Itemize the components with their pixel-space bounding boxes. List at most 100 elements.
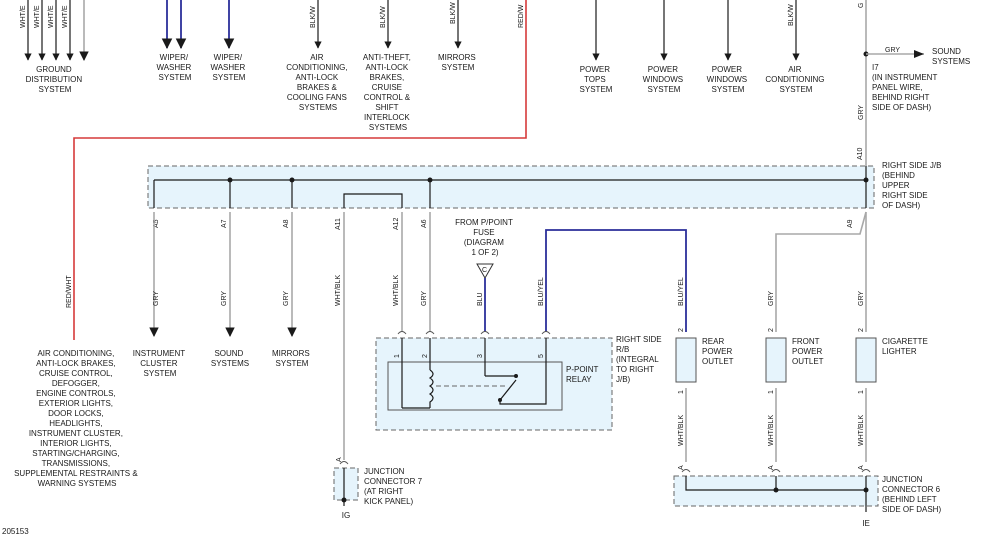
wire-code-wb2: WHT/BLK (678, 415, 685, 446)
relay-contact-fixed (514, 374, 518, 378)
wire-code-wht3: WHT/E (48, 5, 55, 28)
front-power-outlet-box (765, 337, 787, 383)
relay-connector-3 (480, 331, 490, 335)
jc7-splice (341, 497, 347, 503)
wire-code-gry2: GRY (221, 291, 228, 306)
jb-loop-a11-a12 (343, 193, 403, 208)
relay-box-border (375, 337, 613, 431)
jc6-connector-1 (681, 469, 691, 473)
wire-code-gry1: GRY (153, 291, 160, 306)
label-front-power-outlet: FRONT POWER OUTLET (792, 337, 824, 366)
label-instrument-cluster: INSTRUMENT CLUSTER SYSTEM (133, 349, 188, 378)
wire-code-wht1: WHT/E (20, 5, 27, 28)
relay-switch-arm (499, 379, 517, 401)
label-sound-systems-mid: SOUND SYSTEMS (211, 349, 249, 368)
wire-code-gry4: GRY (421, 291, 428, 306)
wire-code-blkw4: BLK/W (788, 4, 795, 26)
jc7-pin-a: A (336, 457, 343, 462)
relay-pin-3: 3 (477, 354, 484, 358)
wire-gry-front-outlet (775, 211, 867, 332)
relay-connector-5 (541, 331, 551, 335)
label-junction-connector-7: JUNCTION CONNECTOR 7 (AT RIGHT KICK PANE… (364, 467, 424, 506)
pin-a11: A11 (335, 218, 342, 230)
relay-coil (428, 369, 434, 408)
rear-outlet-pin-2: 2 (678, 328, 685, 332)
relay-inner-border (387, 361, 563, 411)
jc6-pin-a-1: A (678, 465, 685, 470)
cig-pin-2: 2 (858, 328, 865, 332)
wire-code-whtblk2: WHT/BLK (393, 275, 400, 306)
jc6-splice-3 (863, 487, 869, 493)
jc7-box-fill (334, 468, 358, 500)
label-i7: I7 (IN INSTRUMENT PANEL WIRE, BEHIND RIG… (872, 63, 939, 112)
label-mirrors-mid: MIRRORS SYSTEM (272, 349, 312, 368)
label-wiper-washer-2: WIPER/ WASHER SYSTEM (210, 53, 247, 82)
label-ground-distribution: GROUND DISTRIBUTION SYSTEM (26, 65, 85, 94)
wire-code-gry6: GRY (858, 291, 865, 306)
wire-code-red-wht: RED/WHT (66, 275, 73, 308)
label-power-tops: POWER TOPS SYSTEM (580, 65, 613, 94)
relay-box-fill (376, 338, 612, 430)
wire-code-redw: RED/W (518, 4, 525, 28)
relay-pin-2: 2 (422, 354, 429, 358)
jc6-ground-ie: IE (862, 519, 870, 528)
label-power-windows-1: POWER WINDOWS SYSTEM (643, 65, 686, 94)
label-power-windows-2: POWER WINDOWS SYSTEM (707, 65, 750, 94)
wire-red-wht (73, 0, 527, 340)
relay-line-5 (499, 338, 547, 405)
cig-pin-1: 1 (858, 390, 865, 394)
wire-code-bluyel2: BLU/YEL (678, 277, 685, 306)
wire-code-bluyel1: BLU/YEL (538, 277, 545, 306)
jc7-ground-ig: IG (342, 511, 350, 520)
wire-code-g: G (858, 3, 865, 8)
jc6-box-border (673, 475, 879, 507)
label-mirrors-top: MIRRORS SYSTEM (438, 53, 478, 72)
pin-a8: A8 (283, 219, 290, 228)
wire-code-blkw3: BLK/W (450, 2, 457, 24)
jc6-bus (685, 476, 866, 491)
relay-pin-5: 5 (538, 354, 545, 358)
jc6-pin-a-3: A (858, 465, 865, 470)
label-from-ppoint-fuse: FROM P/POINT FUSE (DIAGRAM 1 OF 2) (455, 218, 515, 257)
figure-id: 205153 (2, 527, 29, 536)
jc6-connector-3 (861, 469, 871, 473)
wire-code-blkw2: BLK/W (380, 6, 387, 28)
arrow-sound (914, 50, 924, 58)
label-cigarette-lighter: CIGARETTE LIGHTER (882, 337, 930, 356)
jc6-connector-2 (771, 469, 781, 473)
rear-power-outlet-box (675, 337, 697, 383)
ground-distribution-wires: WHT/E WHT/E WHT/E WHT/E (20, 0, 89, 61)
cigarette-lighter-box (855, 337, 877, 383)
rear-outlet-pin-1: 1 (678, 390, 685, 394)
label-ppoint-relay: P-POINT RELAY (566, 365, 601, 384)
jb-box-fill (148, 166, 874, 208)
wire-code-wb3: WHT/BLK (768, 415, 775, 446)
wire-code-wht4: WHT/E (62, 5, 69, 28)
wire-code-gry3: GRY (283, 291, 290, 306)
jc6-pin-a-2: A (768, 465, 775, 470)
fuse-pin-c-triangle (476, 263, 494, 280)
label-sound-systems-top: SOUND SYSTEMS (932, 47, 970, 66)
label-right-side-jb: RIGHT SIDE J/B (BEHIND UPPER RIGHT SIDE … (882, 161, 944, 210)
relay-connector-1 (397, 331, 407, 335)
wire-code-blu: BLU (477, 292, 484, 306)
wire-code-i7-gry: GRY (858, 105, 865, 120)
wire-blu-yel (545, 229, 687, 332)
pin-a9: A9 (847, 219, 854, 228)
wire-code-gry5: GRY (768, 291, 775, 306)
pin-a6: A6 (421, 219, 428, 228)
wire-code-sound-gry: GRY (885, 47, 900, 54)
front-outlet-pin-1: 1 (768, 390, 775, 394)
label-big-system-list: AIR CONDITIONING, ANTI-LOCK BRAKES, CRUI… (14, 349, 140, 488)
wire-code-whtblk1: WHT/BLK (335, 275, 342, 306)
label-air-conditioning-2: AIR CONDITIONING SYSTEM (765, 65, 826, 94)
front-outlet-pin-2: 2 (768, 328, 775, 332)
pin-a12: A12 (393, 217, 400, 230)
relay-connector-2 (425, 331, 435, 335)
wire-code-wht2: WHT/E (34, 5, 41, 28)
label-wiper-washer-1: WIPER/ WASHER SYSTEM (156, 53, 193, 82)
wire-code-blkw1: BLK/W (310, 6, 317, 28)
jc6-splice-2 (773, 487, 779, 493)
